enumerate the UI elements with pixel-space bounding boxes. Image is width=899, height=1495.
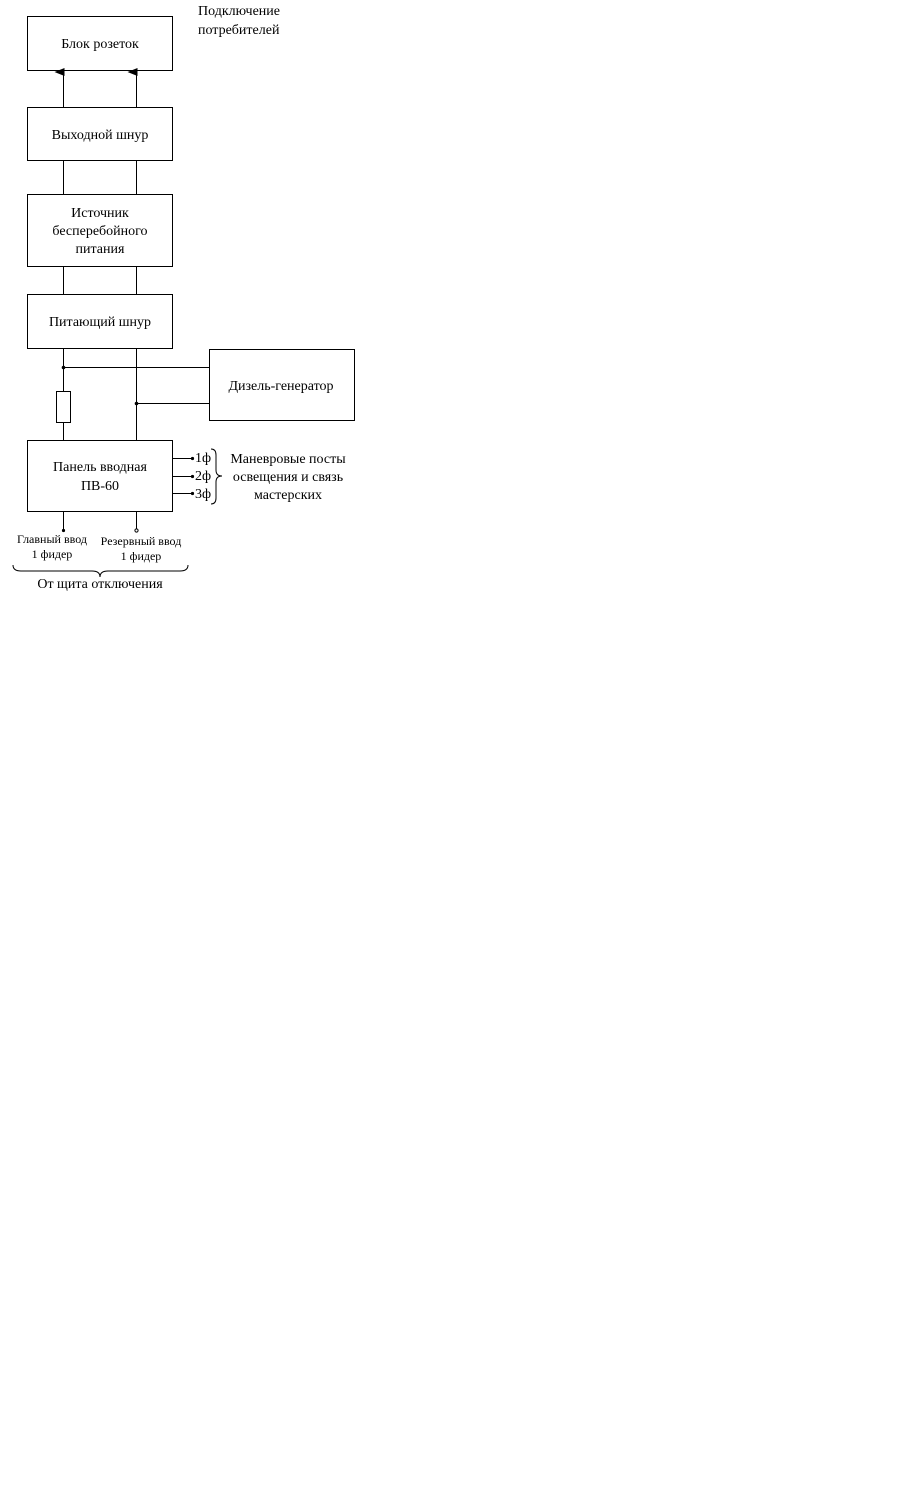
phase-3-terminal <box>190 491 195 496</box>
diesel-generator-label: Дизель-генератор <box>228 379 333 394</box>
posts-label-line1: Маневровые посты <box>230 452 346 467</box>
phase-3-label: 3ф <box>195 487 211 502</box>
input-panel-box <box>27 440 173 512</box>
reserve-input-label-line2: 1 фидер <box>121 549 162 563</box>
posts-label-line2: освещения и связь <box>233 470 343 485</box>
socket-block-box <box>27 16 173 71</box>
input-panel-label-line2: ПВ-60 <box>81 479 119 494</box>
phase-1-label: 1ф <box>195 451 211 466</box>
junction-dot-right <box>134 401 139 406</box>
from-shield-label: От щита отключения <box>37 577 163 592</box>
phase-1-terminal <box>190 456 195 461</box>
ups-label-line3: питания <box>76 242 125 257</box>
supply-cord-box <box>27 294 173 349</box>
consumers-label-line1: Подключение <box>198 4 280 19</box>
socket-block-label: Блок розеток <box>61 37 139 52</box>
shield-brace <box>12 564 189 578</box>
main-input-terminal <box>61 528 66 533</box>
main-input-label-line2: 1 фидер <box>32 547 73 561</box>
ups-box <box>27 194 173 267</box>
posts-label-line3: мастерских <box>254 488 322 503</box>
output-cord-label: Выходной шнур <box>52 128 149 143</box>
junction-dot-left <box>61 365 66 370</box>
reserve-input-label-line1: Резервный ввод <box>101 534 182 548</box>
consumers-label-line2: потребителей <box>198 23 280 38</box>
ups-label-line1: Источник <box>71 206 129 221</box>
reserve-input-terminal <box>134 528 139 533</box>
phase-2-terminal <box>190 474 195 479</box>
diesel-generator-box <box>209 349 355 421</box>
input-panel-label-line1: Панель вводная <box>53 460 147 475</box>
supply-cord-label: Питающий шнур <box>49 315 151 330</box>
ups-label-line2: бесперебойного <box>52 224 147 239</box>
phase-2-label: 2ф <box>195 469 211 484</box>
output-cord-box <box>27 107 173 161</box>
posts-brace <box>210 448 223 505</box>
main-input-label-line1: Главный ввод <box>17 532 87 546</box>
fuse-symbol <box>56 391 71 423</box>
